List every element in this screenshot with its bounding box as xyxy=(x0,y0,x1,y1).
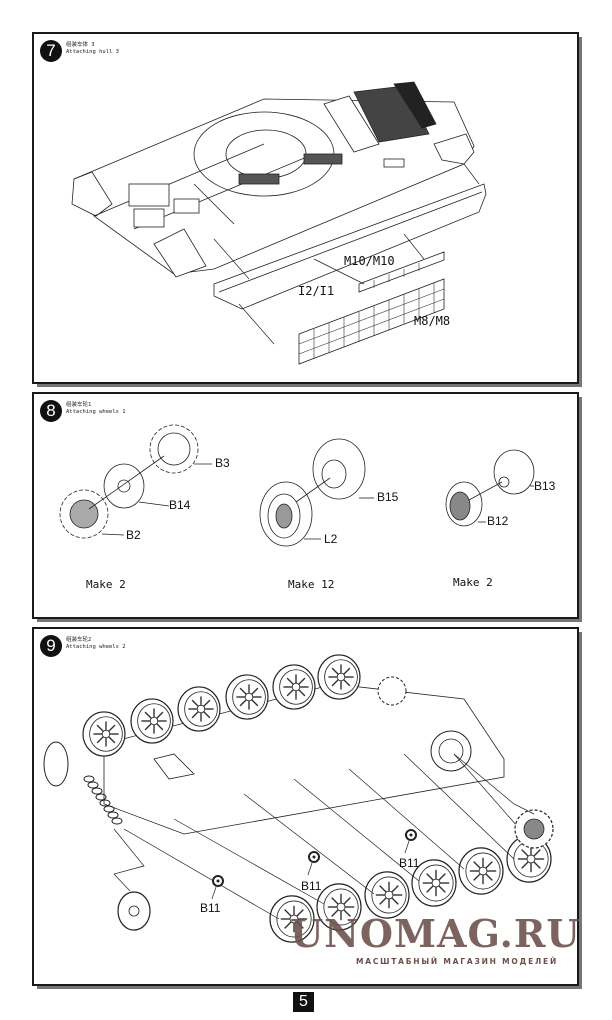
panel-shadow xyxy=(37,619,582,622)
part-label-b14: B14 xyxy=(169,498,191,512)
leader-line xyxy=(211,886,217,900)
drive-sprocket-hub xyxy=(523,818,545,840)
part-label-b3: B3 xyxy=(215,456,230,470)
step-number-badge: 9 xyxy=(40,635,62,657)
road-wheel-top-5-hub xyxy=(291,682,301,692)
quantity-text: Make 2 xyxy=(453,576,493,589)
bushing-b11-hole xyxy=(409,833,413,837)
panel-shadow xyxy=(37,384,582,387)
road-wheel-bottom-2-hub xyxy=(336,902,346,912)
axle-guide-line xyxy=(123,828,280,920)
idler-guide-line xyxy=(113,828,145,892)
idler-wheel xyxy=(43,741,69,787)
road-wheel-top-1-hub xyxy=(101,729,111,739)
quantity-text: Make 2 xyxy=(86,578,126,591)
part-label-b2: B2 xyxy=(126,528,141,542)
road-wheel-top-2-hub xyxy=(149,716,159,726)
step-9-header: 9 组装车轮2 Attaching wheels 2 xyxy=(40,635,126,657)
part-label-m10: M10/M10 xyxy=(344,254,395,268)
turret-ring-inner xyxy=(225,129,307,179)
leader-line xyxy=(404,840,410,854)
step-7-header: 7 组装车体 3 Attaching hull 3 xyxy=(40,40,119,62)
engine-deck-vent xyxy=(323,95,380,153)
wheels-1-illustration xyxy=(59,424,535,547)
step-title-cn: 组装车轮1 xyxy=(66,402,92,408)
part-label-b11: B11 xyxy=(301,879,322,893)
tension-spring-coil xyxy=(87,781,99,789)
side-skirt xyxy=(213,183,487,310)
road-wheel-top-6-hub xyxy=(336,672,346,682)
tension-spring-coil xyxy=(111,817,123,825)
bushing-b11-hole xyxy=(216,879,220,883)
leader-line xyxy=(307,862,313,876)
axle-guide-line xyxy=(243,793,375,895)
step-title-en: Attaching wheels 1 xyxy=(66,409,126,415)
step-7-panel: 7 组装车体 3 Attaching hull 3 xyxy=(32,32,582,387)
step-title-en: Attaching wheels 2 xyxy=(66,644,126,650)
panel-shadow xyxy=(37,986,582,989)
step-title: 组装车轮2 Attaching wheels 2 xyxy=(66,637,126,651)
step-8-panel: 8 组装车轮1 Attaching wheels 1 xyxy=(32,392,582,622)
panel-shadow xyxy=(579,37,582,387)
part-label-m8: M8/M8 xyxy=(414,314,451,328)
part-label-l2: L2 xyxy=(324,532,338,546)
hull-front-right-block xyxy=(153,228,207,278)
road-wheel-bottom-5-hub xyxy=(478,866,488,876)
wheels-2-illustration xyxy=(43,654,554,943)
road-wheel-bottom-6-hub xyxy=(526,854,536,864)
part-label-i2-i1: I2/I1 xyxy=(298,284,335,298)
part-label-b12: B12 xyxy=(487,514,509,528)
axle-guide-line xyxy=(453,753,525,835)
road-wheel-bottom-3-hub xyxy=(384,890,394,900)
skirt-panel-m10 xyxy=(358,251,445,293)
tension-spring-coil xyxy=(103,805,115,813)
step-title-cn: 组装车体 3 xyxy=(66,42,95,48)
panel-shadow xyxy=(579,397,582,622)
watermark-brand: UNOMAG.RU xyxy=(290,911,581,956)
part-label-b11: B11 xyxy=(399,856,420,870)
rear-grille xyxy=(393,81,437,129)
tension-spring-coil xyxy=(95,793,107,801)
road-wheel-bottom-4-hub xyxy=(431,878,441,888)
step-number-badge: 8 xyxy=(40,400,62,422)
bushing-b11-hole xyxy=(312,855,316,859)
tension-spring-coil xyxy=(99,799,111,807)
hull-assembly-illustration xyxy=(71,81,487,365)
tension-spring-coil xyxy=(107,811,119,819)
page-number: 5 xyxy=(293,992,314,1012)
panel-shadow xyxy=(579,632,582,989)
road-wheel-top-3-hub xyxy=(196,704,206,714)
sprocket-guide-line xyxy=(453,753,535,815)
step-title: 组装车轮1 Attaching wheels 1 xyxy=(66,402,126,416)
step-title: 组装车体 3 Attaching hull 3 xyxy=(66,42,119,56)
axle-guide-line xyxy=(348,768,465,870)
step-title-en: Attaching hull 3 xyxy=(66,49,119,55)
road-wheel-bottom-1-hub xyxy=(289,914,299,924)
step-8-header: 8 组装车轮1 Attaching wheels 1 xyxy=(40,400,126,422)
tension-spring-coil xyxy=(91,787,103,795)
hull-front-left-block xyxy=(71,171,113,217)
tension-spring-coil xyxy=(83,775,95,783)
drive-sprocket-top xyxy=(377,676,407,706)
axle-guide-line xyxy=(173,818,325,905)
step-number-badge: 7 xyxy=(40,40,62,62)
quantity-text: Make 12 xyxy=(288,578,335,591)
part-label-b15: B15 xyxy=(377,490,399,504)
hull-rear-block xyxy=(433,133,475,165)
idler-hub xyxy=(128,905,140,917)
road-wheel-top-4-hub xyxy=(244,692,254,702)
step-9-panel: 9 组装车轮2 Attaching wheels 2 B11 B11 B11 U… xyxy=(32,627,582,989)
axle-guide-line xyxy=(293,778,420,882)
axle-guide-line xyxy=(403,753,515,860)
watermark-tagline: МАСШТАБНЫЙ МАГАЗИН МОДЕЛЕЙ xyxy=(356,957,559,966)
access-hatch xyxy=(153,753,195,780)
part-label-b13: B13 xyxy=(534,479,556,493)
part-label-b11: B11 xyxy=(200,901,221,915)
step-title-cn: 组装车轮2 xyxy=(66,637,92,643)
idler-b13 xyxy=(493,449,535,495)
final-drive-cover xyxy=(438,738,464,764)
